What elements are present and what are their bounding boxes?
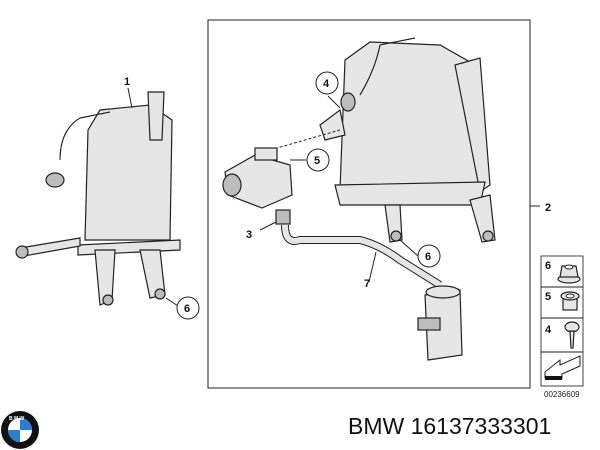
hose [281, 224, 463, 361]
arrow-icon [544, 355, 581, 380]
callout-2: 2 [545, 202, 551, 214]
part-number: BMW 16137333301 [348, 413, 552, 439]
legend-num-6: 6 [545, 260, 551, 272]
bmw-logo: B M W [1, 411, 39, 449]
hex-nut-icon [557, 264, 581, 284]
hardware-legend: 6 5 4 [540, 255, 584, 387]
grommet-icon [560, 291, 580, 311]
svg-text:B M W: B M W [9, 416, 25, 422]
legend-num-4: 4 [545, 324, 552, 336]
canister-left [15, 91, 181, 306]
callout-7: 7 [364, 278, 370, 290]
purge-valve [222, 147, 293, 225]
callout-4: 4 [323, 78, 330, 90]
callout-6b: 6 [425, 251, 431, 263]
callout-5: 5 [314, 155, 320, 167]
diagram-id: 00236609 [544, 390, 580, 399]
assembly-frame [207, 19, 531, 389]
callout-3: 3 [246, 229, 252, 241]
canister-main [319, 37, 496, 243]
screw-icon [564, 321, 580, 349]
callout-6: 6 [184, 303, 190, 315]
callout-1: 1 [124, 76, 130, 88]
legend-num-5: 5 [545, 291, 551, 303]
